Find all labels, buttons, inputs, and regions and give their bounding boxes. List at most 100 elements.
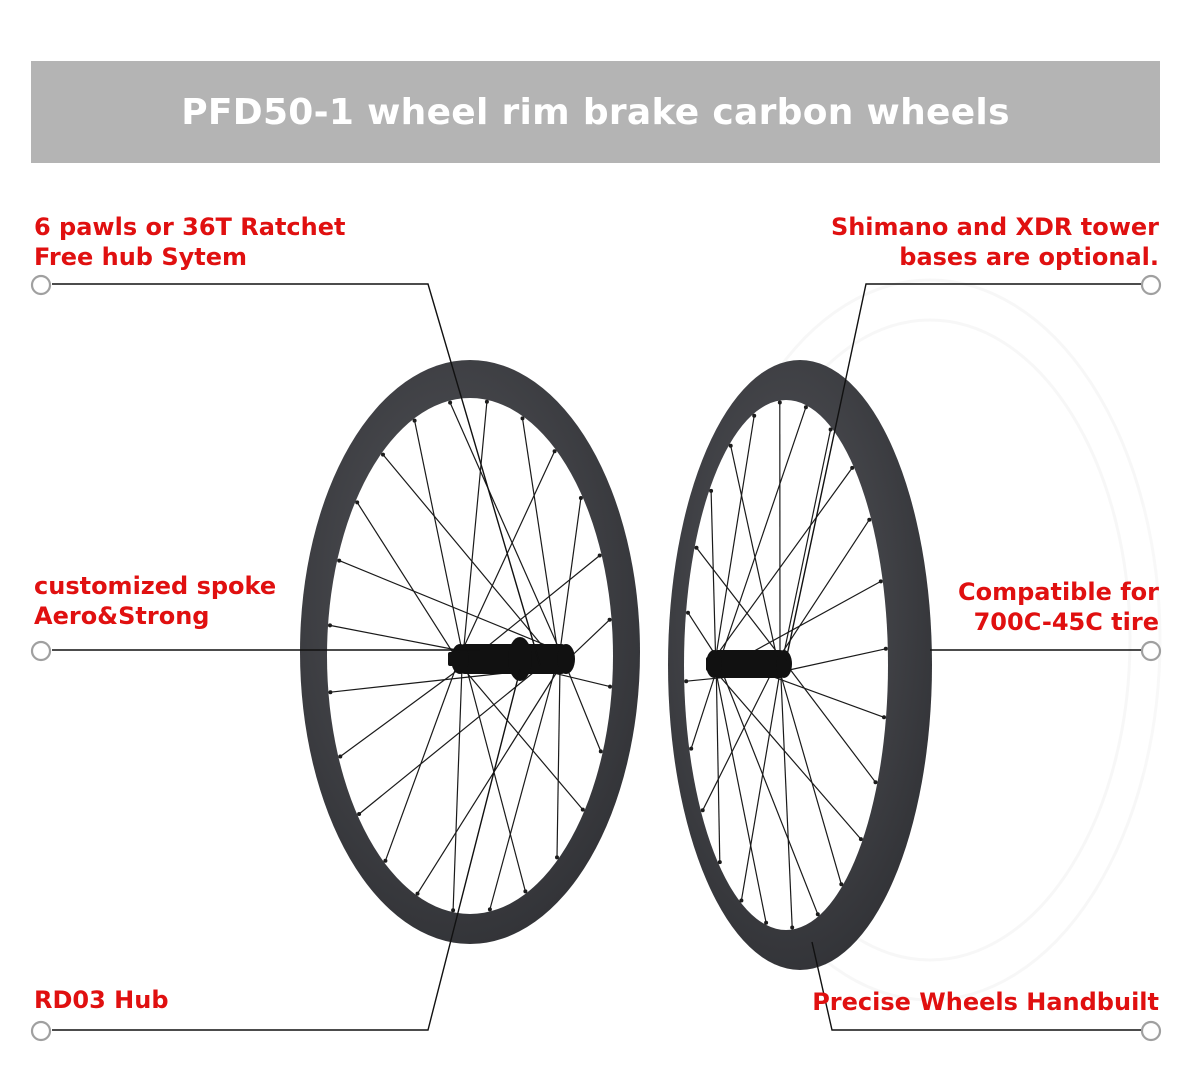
spoke: [461, 666, 584, 810]
spoke-nipple: [873, 780, 878, 785]
spoke-nipple: [448, 400, 453, 405]
leader-line-freehub: [52, 283, 541, 666]
callout-handbuilt: Precise Wheels Handbuilt: [812, 987, 1159, 1017]
spoke: [779, 655, 793, 928]
spoke: [696, 547, 781, 657]
spoke-nipple: [686, 610, 690, 615]
spoke-nipple: [552, 449, 557, 454]
spoke: [414, 420, 463, 652]
spoke: [461, 450, 556, 652]
spoke: [715, 655, 819, 915]
callout-tire-line2: 700C-45C tire: [973, 608, 1159, 636]
spoke-nipple: [523, 889, 528, 894]
spoke: [715, 671, 862, 840]
callout-spoke-line1: customized spoke: [34, 572, 277, 600]
rear-wheel-spokes: [686, 402, 886, 928]
spoke-nipple: [878, 579, 883, 584]
spoke: [715, 671, 767, 923]
spoke-nipple: [790, 925, 795, 930]
front-wheel-nipples: [328, 399, 612, 913]
spoke: [556, 666, 561, 858]
callout-freehub: 6 pawls or 36T Ratchet Free hub Sytem: [34, 212, 345, 272]
spoke-nipple: [487, 907, 492, 912]
spoke-nipple: [328, 623, 332, 628]
spoke-nipple: [598, 749, 603, 754]
spoke-nipple: [689, 746, 694, 751]
callout-spoke: customized spoke Aero&Strong: [34, 571, 276, 631]
spoke-nipple: [839, 882, 844, 887]
marker-tower: [1140, 274, 1162, 296]
marker-spoke: [30, 640, 52, 662]
spoke-nipple: [338, 754, 343, 759]
spoke-nipple: [883, 646, 888, 651]
spoke-nipple: [828, 427, 833, 432]
spoke: [702, 655, 781, 811]
spoke-nipple: [684, 679, 689, 684]
spoke-nipple: [520, 416, 525, 421]
spoke-nipple: [484, 399, 489, 404]
spoke: [452, 666, 463, 911]
spoke-nipple: [777, 400, 782, 405]
spoke-nipple: [882, 715, 886, 720]
front-wheel: [300, 360, 640, 944]
spoke: [521, 418, 561, 668]
spoke: [715, 467, 853, 657]
spoke-nipple: [752, 413, 757, 418]
rear-wheel: [668, 360, 932, 970]
spoke: [687, 612, 717, 657]
callout-tire: Compatible for 700C-45C tire: [958, 577, 1159, 637]
leader-line-handbuilt: [811, 941, 1141, 1031]
spoke-nipple: [815, 912, 820, 917]
spoke: [740, 671, 781, 901]
callout-tower-line1: Shimano and XDR tower: [830, 213, 1159, 241]
leader-line-hub: [52, 669, 521, 1031]
callout-freehub-line1: 6 pawls or 36T Ratchet: [34, 213, 346, 241]
spoke-nipple: [803, 405, 808, 410]
spoke: [710, 490, 717, 673]
spoke-nipple: [858, 837, 863, 842]
spoke: [461, 401, 488, 668]
spoke-nipple: [597, 553, 602, 558]
callout-handbuilt-line1: Precise Wheels Handbuilt: [812, 988, 1159, 1016]
spoke: [779, 648, 886, 673]
spoke: [384, 650, 463, 862]
rear-hub: [706, 650, 792, 678]
spoke-nipple: [578, 496, 583, 500]
spoke-nipple: [451, 908, 456, 913]
spoke-nipple: [415, 891, 420, 896]
banner-title: PFD50-1 wheel rim brake carbon wheels: [31, 61, 1160, 163]
spoke: [358, 650, 561, 815]
spoke-nipple: [357, 812, 362, 816]
spoke: [690, 671, 717, 749]
callout-hub: RD03 Hub: [34, 985, 169, 1015]
spoke: [416, 666, 561, 894]
leader-line-tower: [785, 283, 1141, 661]
callout-spoke-line2: Aero&Strong: [34, 602, 210, 630]
spoke: [356, 502, 463, 668]
spoke: [329, 624, 463, 652]
spoke-nipple: [700, 808, 705, 813]
rear-wheel-nipples: [684, 400, 888, 930]
spoke: [730, 445, 781, 673]
marker-tire: [1140, 640, 1162, 662]
spoke: [449, 402, 561, 652]
spoke-nipple: [694, 545, 699, 550]
marker-handbuilt: [1140, 1020, 1162, 1042]
spoke-nipple: [607, 617, 612, 622]
spoke: [779, 519, 870, 657]
spoke-nipple: [728, 443, 733, 448]
marker-freehub: [30, 274, 52, 296]
spoke: [715, 655, 721, 863]
marker-hub: [30, 1020, 52, 1042]
spoke: [715, 407, 807, 673]
spoke-nipple: [709, 488, 714, 493]
front-hub: [448, 637, 575, 681]
callout-hub-line1: RD03 Hub: [34, 986, 169, 1014]
spoke-nipple: [608, 684, 612, 689]
callout-tower-line2: bases are optional.: [899, 243, 1159, 271]
spoke: [715, 415, 755, 657]
spoke-nipple: [717, 860, 722, 865]
spoke: [779, 655, 876, 783]
callout-tower: Shimano and XDR tower bases are optional…: [831, 212, 1159, 272]
spoke-nipple: [867, 517, 872, 522]
